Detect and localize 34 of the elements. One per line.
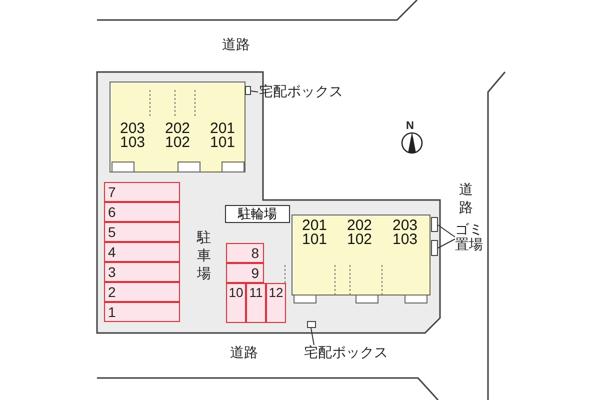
delivery-box: [245, 86, 251, 95]
parking-space: 11: [246, 283, 266, 323]
garbage-area-label: ゴミ置場: [455, 222, 487, 256]
garbage-bin: [431, 240, 438, 256]
delivery-box: [307, 321, 316, 328]
parking-space: 2: [104, 282, 180, 302]
parking-space: 6: [104, 202, 180, 222]
parking-space: 5: [104, 222, 180, 242]
road-label: 道路: [230, 345, 259, 361]
parking-space: 3: [104, 262, 180, 282]
garbage-bin: [431, 217, 438, 232]
parking-space: 12: [266, 283, 286, 323]
unit-number: 201 101: [292, 215, 337, 260]
compass-north-label: N: [406, 120, 415, 133]
leader-line: [438, 224, 456, 238]
parking-space: 7: [104, 182, 180, 202]
road-label: 道路: [458, 180, 474, 217]
parking-space: 9: [226, 263, 264, 283]
leader-line: [310, 328, 314, 346]
leader-line: [438, 238, 456, 248]
delivery-box-label: 宅配ボックス: [304, 345, 399, 361]
unit-number: 203 103: [110, 118, 155, 158]
parking-space: 8: [226, 243, 264, 263]
unit-number: 201 101: [200, 118, 245, 158]
parking-lot-label: 駐車場: [196, 228, 212, 283]
leader-line: [250, 90, 258, 92]
parking-space: 4: [104, 242, 180, 262]
parking-space: 10: [226, 283, 246, 323]
unit-number: 202 102: [155, 118, 200, 158]
unit-number: 202 102: [337, 215, 382, 260]
bicycle-parking-sign: 駐輪場: [225, 205, 290, 223]
unit-number: 203 103: [382, 215, 428, 260]
parking-space: 1: [104, 302, 180, 322]
road-label: 道路: [222, 37, 251, 53]
